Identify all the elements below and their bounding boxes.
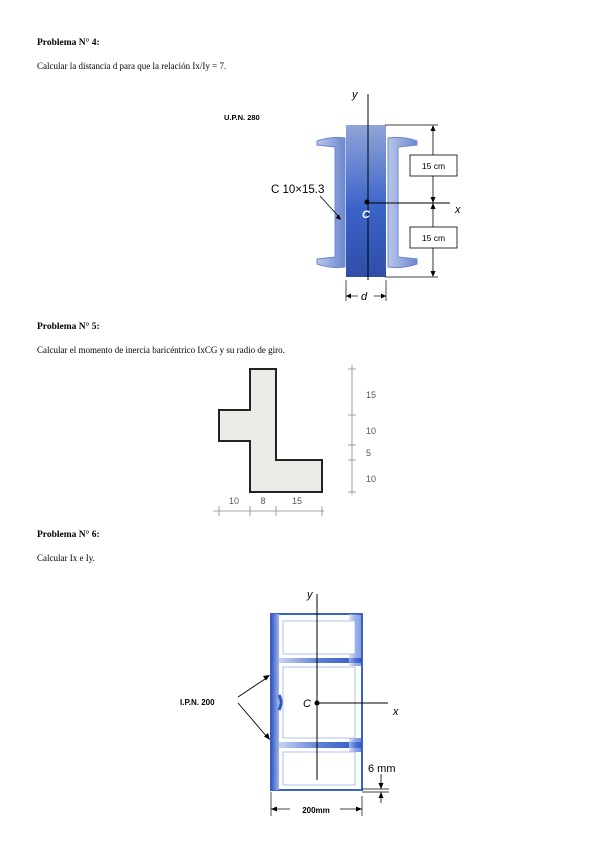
dim-box-bottom (409, 226, 458, 249)
centroid-dot (364, 199, 370, 205)
problem-5-heading: Problema N° 5: (37, 322, 100, 332)
centroid-dot (314, 700, 320, 706)
ipn-200-label: I.P.N. 200 (180, 698, 215, 707)
hdim-8: 8 (260, 496, 265, 506)
left-flange (271, 614, 279, 790)
thickness-label: 6 mm (368, 763, 396, 775)
vdim-10-top: 10 (366, 426, 376, 436)
problem-4-statement: Calcular la distancia d para que la rela… (37, 61, 227, 71)
centroid-label: C (303, 698, 311, 710)
hdim-15: 15 (292, 496, 302, 506)
problem-4-figure: U.P.N. 280 C 10×15.3 y x C d 15 cm 15 cm (224, 89, 461, 303)
dim-top-label: 15 cm (422, 161, 445, 171)
x-axis-label: x (392, 706, 399, 718)
centroid-label: C (362, 209, 371, 221)
top-web (279, 658, 362, 663)
problem-6-statement: Calcular Ix e Iy. (37, 553, 95, 563)
vdim-5: 5 (366, 448, 371, 458)
y-axis-label: y (351, 89, 359, 101)
d-label: d (361, 291, 368, 303)
section-shape (218, 368, 323, 493)
problem-5-figure: 15 10 5 10 10 8 15 (213, 365, 376, 516)
dim-bottom-label: 15 cm (422, 233, 445, 243)
problem-6-figure: y x C I.P.N. 200 6 mm 200mm (180, 589, 399, 816)
problem-5-statement: Calcular el momento de inercia baricéntr… (37, 345, 285, 355)
right-channel (387, 136, 418, 269)
problem-6-heading: Problema N° 6: (37, 530, 100, 540)
upn-280-label: U.P.N. 280 (224, 113, 260, 122)
dim-box-top (409, 154, 458, 177)
problem-4-heading: Problema N° 4: (37, 38, 100, 48)
hdim-10: 10 (229, 496, 239, 506)
channel-label: C 10×15.3 (271, 184, 324, 196)
left-channel (316, 136, 346, 269)
vdim-15: 15 (366, 390, 376, 400)
x-axis-label: x (454, 204, 461, 216)
vdim-10-bottom: 10 (366, 474, 376, 484)
bottom-web (279, 742, 362, 748)
width-label: 200mm (302, 806, 330, 815)
y-axis-label: y (306, 589, 314, 601)
